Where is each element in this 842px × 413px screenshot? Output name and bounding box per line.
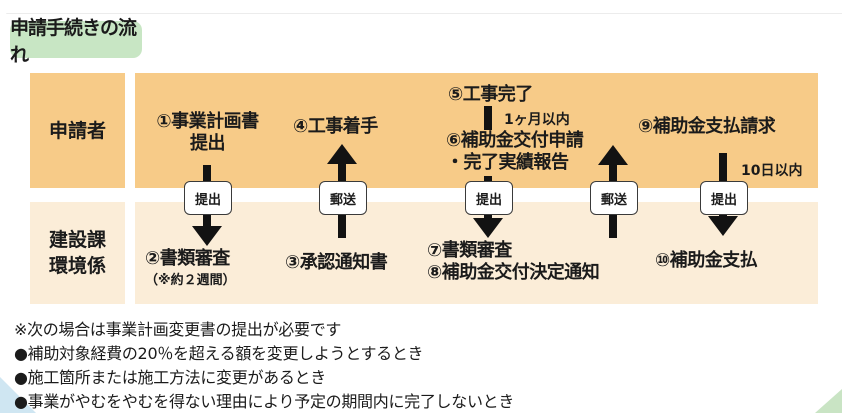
step-2-note: （※約２週間） [145,273,236,288]
lane-applicant [135,73,818,188]
corner-decoration-green [815,389,842,413]
lane-label-office: 建設課 環境係 [30,202,125,304]
arrow-2-label-mail: 郵送 [319,181,367,215]
footnote-bullet-3: ●事業がやむをやむを得ない理由により予定の期間内に完了しないとき [14,392,515,411]
step-7-8: ⑦書類審査 ⑧補助金交付決定通知 [427,240,600,284]
step-5: ⑤工事完了 [448,84,533,105]
step-6: ⑥補助金交付申請 ・完了実績報告 [446,130,584,174]
step-8: ⑧補助金交付決定通知 [427,262,600,283]
step-2: ②書類審査 （※約２週間） [145,248,236,292]
lane-label-office-line2: 環境係 [48,255,106,277]
step-7: ⑦書類審査 [427,240,512,261]
arrow-2-up-head [327,144,357,164]
step-6-line2: ・完了実績報告 [446,152,569,173]
step-3: ③承認通知書 [285,252,388,273]
arrow-4-label-mail: 郵送 [590,181,638,215]
card-top-edge [6,13,842,14]
arrow-1-label-submit: 提出 [184,181,232,215]
lane-label-office-line1: 建設課 [48,229,106,251]
step-2-title: ②書類審査 [145,248,230,269]
step-1: ①事業計画書 提出 [140,111,275,155]
step-6-line1: ⑥補助金交付申請 [446,130,584,151]
footnote-bullet-1: ●補助対象経費の20％を超える額を変更しようとするとき [14,344,424,363]
arrow-4-up-head [598,145,628,165]
step-1-line2: 提出 [190,133,226,154]
step-10: ⑩補助金支払 [655,250,758,271]
footnote-bullet-2: ●施工箇所または施工方法に変更があるとき [14,368,326,387]
step-9: ⑨補助金支払請求 [638,116,776,137]
arrow-1-down-head [192,226,222,246]
lane-label-applicant-text: 申請者 [48,119,106,142]
page-title: 申請手続きの流れ [10,17,142,66]
step-4: ④工事着手 [293,116,378,137]
arrow-5-label-submit: 提出 [700,181,748,215]
connector-5-6 [484,106,492,130]
corner-decoration-blue [0,377,36,413]
annotation-within-ten-days: 10日以内 [741,163,803,179]
arrow-3-down-head [473,218,503,238]
lane-label-applicant: 申請者 [30,73,125,188]
arrow-5-down-head [708,216,738,236]
annotation-within-one-month: 1ヶ月以内 [504,112,570,128]
footnote-heading: ※次の場合は事業計画変更書の提出が必要です [14,320,342,339]
step-1-line1: ①事業計画書 [156,111,259,132]
arrow-3-label-submit: 提出 [465,181,513,215]
